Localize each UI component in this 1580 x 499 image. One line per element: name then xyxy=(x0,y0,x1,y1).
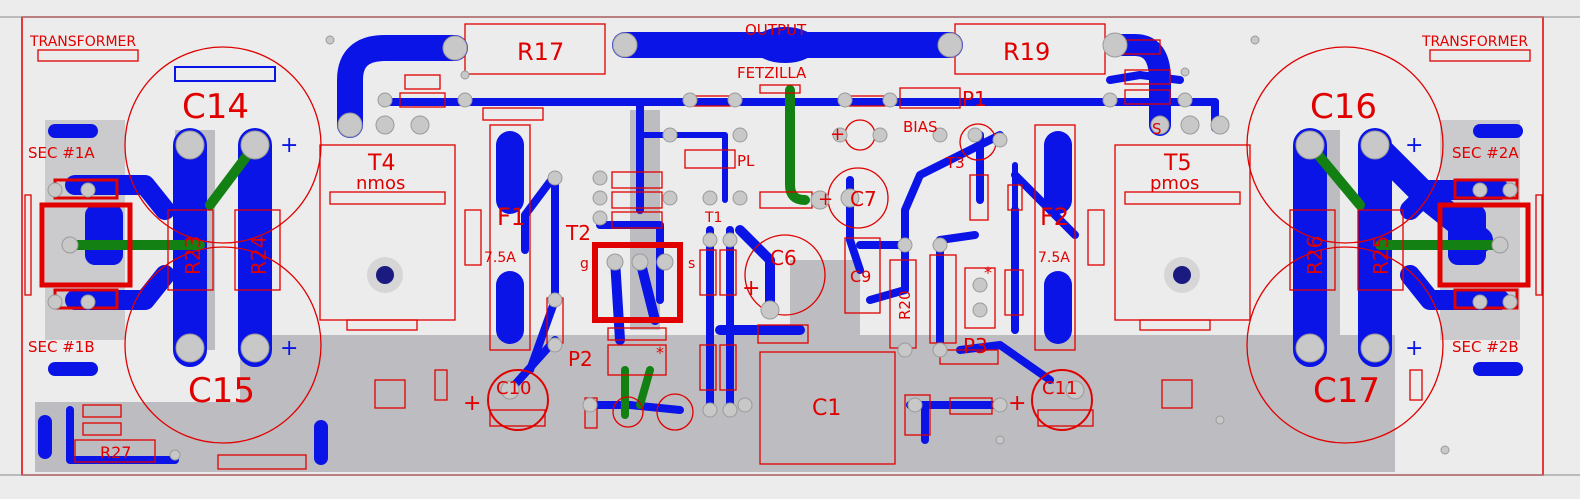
label-transformer-right: TRANSFORMER xyxy=(1421,34,1528,50)
label-pl: PL xyxy=(737,152,755,170)
label-sec-2b: SEC #2B xyxy=(1452,338,1519,356)
label-c6: C6 xyxy=(770,246,797,270)
label-f1-rating: 7.5A xyxy=(484,250,516,266)
label-p2: P2 xyxy=(568,347,593,371)
label-p3: P3 xyxy=(963,334,988,358)
label-t3: T3 xyxy=(945,154,965,172)
plus-c11: + xyxy=(1008,391,1026,416)
plus-c16: + xyxy=(1405,133,1423,158)
label-t1: T1 xyxy=(704,210,722,226)
label-star-p3: * xyxy=(984,263,992,282)
label-r19: R19 xyxy=(1003,38,1050,66)
label-r25: R25 xyxy=(1369,236,1393,275)
mounting-holes xyxy=(367,257,1200,293)
label-c15: C15 xyxy=(188,371,255,411)
label-fetzilla: FETZILLA xyxy=(737,64,807,82)
label-c1: C1 xyxy=(812,396,841,421)
plus-c14: + xyxy=(280,133,298,158)
label-sec-2a: SEC #2A xyxy=(1452,144,1519,162)
label-transformer-left: TRANSFORMER xyxy=(29,34,136,50)
label-p1: P1 xyxy=(962,87,987,111)
label-r23: R23 xyxy=(181,236,205,275)
label-f2: F2 xyxy=(1040,203,1069,231)
label-r20: R20 xyxy=(896,290,914,320)
label-c17: C17 xyxy=(1313,371,1380,411)
label-bias: BIAS xyxy=(903,118,938,136)
label-r26: R26 xyxy=(1303,236,1327,275)
thru-holes xyxy=(47,32,1518,461)
label-t5: T5 xyxy=(1163,151,1191,176)
label-f2-rating: 7.5A xyxy=(1038,250,1070,266)
silkscreen-labels: TRANSFORMER TRANSFORMER OUTPUT FETZILLA … xyxy=(28,21,1528,462)
silkscreen xyxy=(24,23,1543,470)
label-star-p2: * xyxy=(656,343,664,362)
label-c10: C10 xyxy=(496,378,531,399)
plus-c15: + xyxy=(280,336,298,361)
label-r27: R27 xyxy=(100,443,131,462)
label-c7: C7 xyxy=(850,187,877,211)
label-c16: C16 xyxy=(1310,87,1377,127)
label-output: OUTPUT xyxy=(745,21,807,39)
label-r24: R24 xyxy=(247,236,271,275)
plus-c10: + xyxy=(463,391,481,416)
label-pin-s: s xyxy=(688,256,695,272)
label-r17: R17 xyxy=(517,38,564,66)
plus-c7: + xyxy=(818,189,833,210)
label-pmos: pmos xyxy=(1150,173,1199,194)
plus-c17: + xyxy=(1405,336,1423,361)
label-sec-1b: SEC #1B xyxy=(28,338,95,356)
label-c11: C11 xyxy=(1042,378,1077,399)
plus-c6: + xyxy=(742,276,760,301)
label-c14: C14 xyxy=(182,87,249,127)
label-sec-1a: SEC #1A xyxy=(28,144,95,162)
label-f1: F1 xyxy=(497,203,526,231)
plus-bias: + xyxy=(830,124,845,145)
label-c9: C9 xyxy=(850,267,871,286)
label-t4: T4 xyxy=(367,151,395,176)
label-t2: T2 xyxy=(565,221,591,245)
label-s-mark: S xyxy=(1152,120,1162,138)
label-pin-g: g xyxy=(580,256,589,272)
label-nmos: nmos xyxy=(356,173,405,194)
